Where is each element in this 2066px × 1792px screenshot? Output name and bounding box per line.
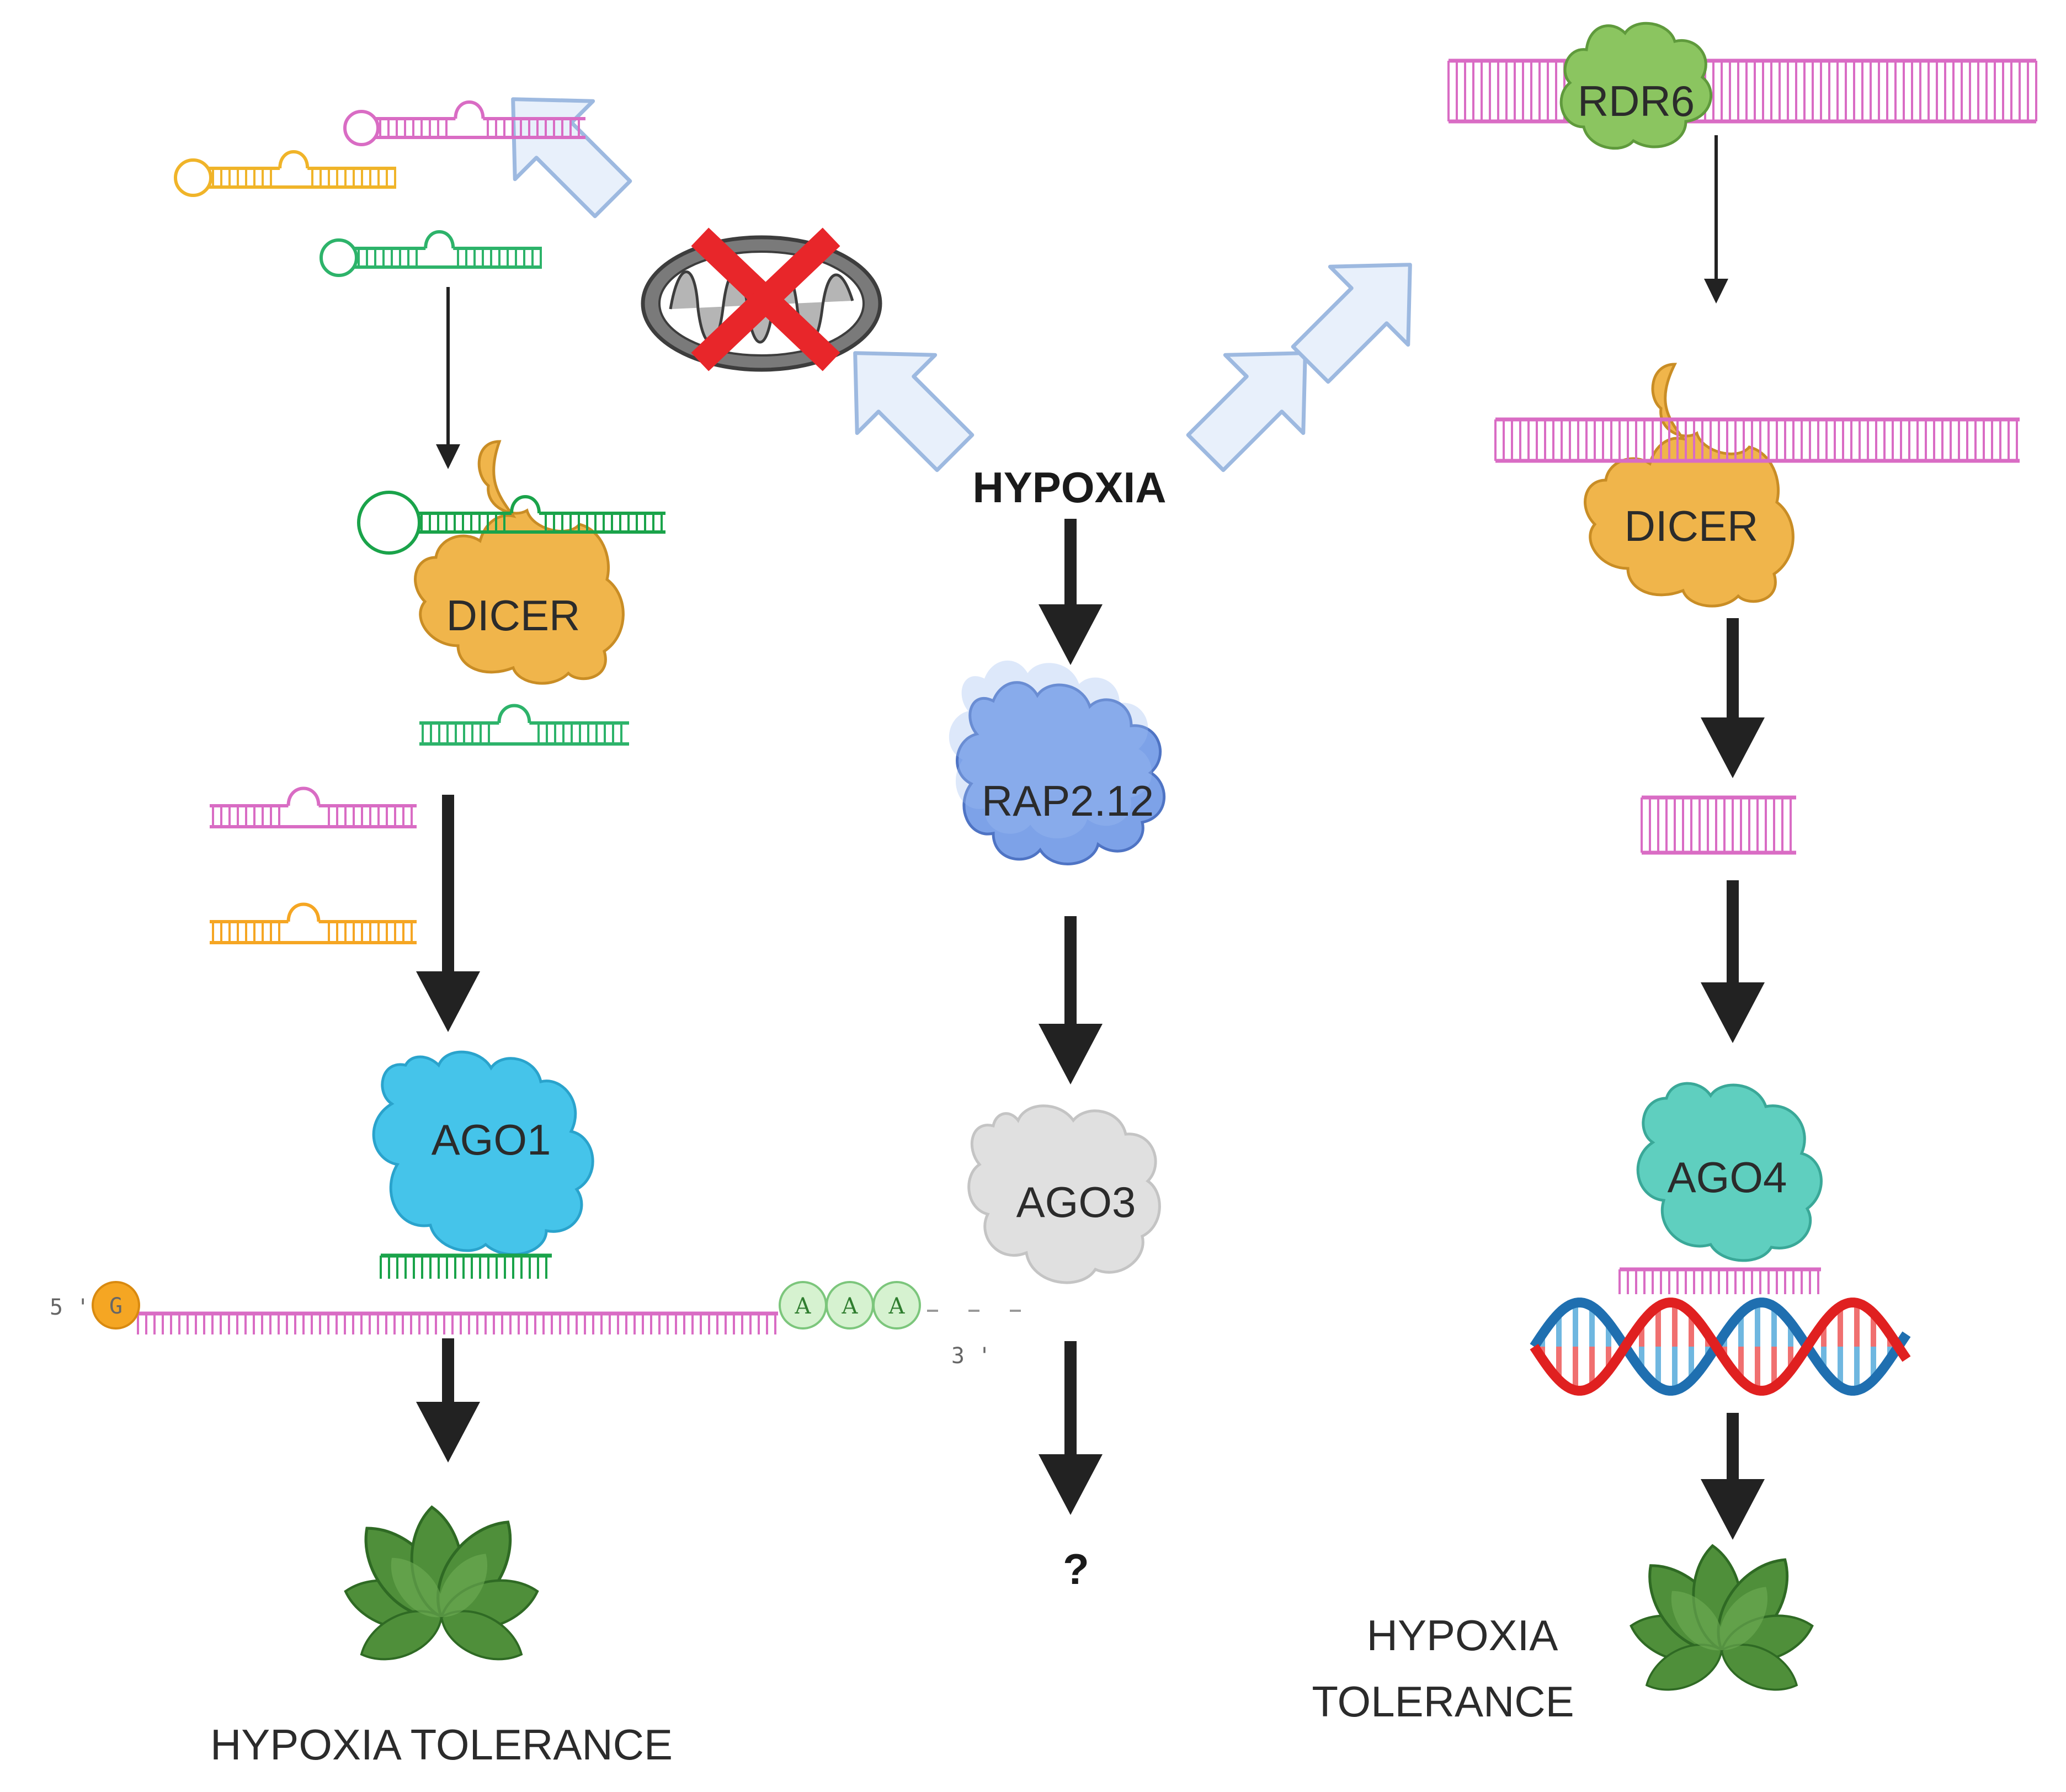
dicer-right-protein [1584,363,1795,608]
center-title: HYPOXIA [972,463,1166,512]
dicer-bound-hairpin [357,491,665,555]
target-mrna [137,1253,778,1334]
right-outcome-line2: TOLERANCE [1312,1677,1574,1726]
left-outcome-label: HYPOXIA TOLERANCE [210,1720,673,1769]
polya-a3: A [888,1294,906,1319]
pink-hairpin [343,100,585,146]
green-mirna-duplex [419,704,629,746]
pink-mirna-duplex [210,786,417,828]
rap212-label: RAP2.12 [982,777,1154,825]
polya-tail [779,1281,921,1330]
left-precursor-hairpins [174,100,585,277]
dicer-left-label: DICER [446,591,581,640]
ago1-guide-strand [380,1253,552,1279]
dicer-bound-dsrna [1494,417,2020,463]
green-hairpin-dicer [357,491,665,555]
dna-strand-blue [1530,1298,1911,1396]
arrow-hairpin-to-dicer [436,287,460,469]
hollow-arrow-to-mitochondrion [853,351,975,472]
plant-icon [1626,1544,1818,1703]
ago4-label: AGO4 [1668,1153,1787,1201]
ago4-guide [1618,1267,1821,1294]
right-outcome-line1: HYPOXIA [1367,1611,1558,1660]
dna-helix-icon [1530,1298,1911,1396]
mrna-cap [92,1281,140,1330]
ago3-label: AGO3 [1016,1178,1136,1226]
arrow-ago3-to-unknown [1039,1341,1103,1515]
rdr6-protein [1559,22,1713,150]
ago1-label: AGO1 [432,1115,551,1164]
rap212-protein [949,660,1166,865]
three-prime-label: 3 ' [951,1343,991,1369]
sirna-duplex [1641,795,1796,855]
hollow-arrow-to-precursors [511,97,632,219]
arrow-rdr6-to-dicer [1704,135,1728,304]
hollow-arrow-right-lower [1186,351,1307,472]
orange-mirna-duplex [210,902,417,944]
arrow-sirna-to-ago4 [1701,880,1765,1043]
arrow-duplex-to-ago1 [416,795,480,1032]
dicer-right-label: DICER [1625,502,1759,550]
mrna-cap-label: G [109,1294,123,1319]
plant-icon [340,1505,544,1672]
unknown-outcome: ? [1063,1545,1089,1593]
hollow-arrows [511,97,1412,472]
ago4-protein [1636,1082,1823,1262]
sirna-ladder [1641,795,1796,855]
rdr6-template-rna [1447,59,2037,124]
black-arrows [416,135,1765,1540]
left-small-rna-duplexes [210,704,629,944]
arrow-dicer-to-sirna [1701,618,1765,778]
arrow-rap212-to-ago3 [1039,916,1103,1084]
five-prime-label: 5 ' [50,1295,89,1320]
rdr6-label: RDR6 [1578,77,1695,125]
polya-a1: A [795,1294,812,1319]
hollow-arrow-right-upper [1291,263,1412,384]
arrow-hypoxia-to-rap212 [1039,519,1103,665]
rdr6-top-strand [1447,59,2037,124]
arrow-ago1-to-tolerance [416,1338,480,1463]
ago3-protein [967,1104,1161,1284]
yellow-hairpin [174,150,396,197]
mrna-strand [137,1311,778,1334]
green-hairpin [320,230,542,277]
arrow-dna-to-tolerance [1701,1413,1765,1540]
ago4-guide-rna [1618,1267,1821,1294]
dna-strand-red [1530,1298,1911,1396]
ago1-protein [372,1050,594,1256]
dicer-left-protein [414,440,625,685]
dicer-dsrna [1494,417,2020,463]
red-cross-icon [691,227,840,371]
polya-a2: A [842,1294,859,1319]
